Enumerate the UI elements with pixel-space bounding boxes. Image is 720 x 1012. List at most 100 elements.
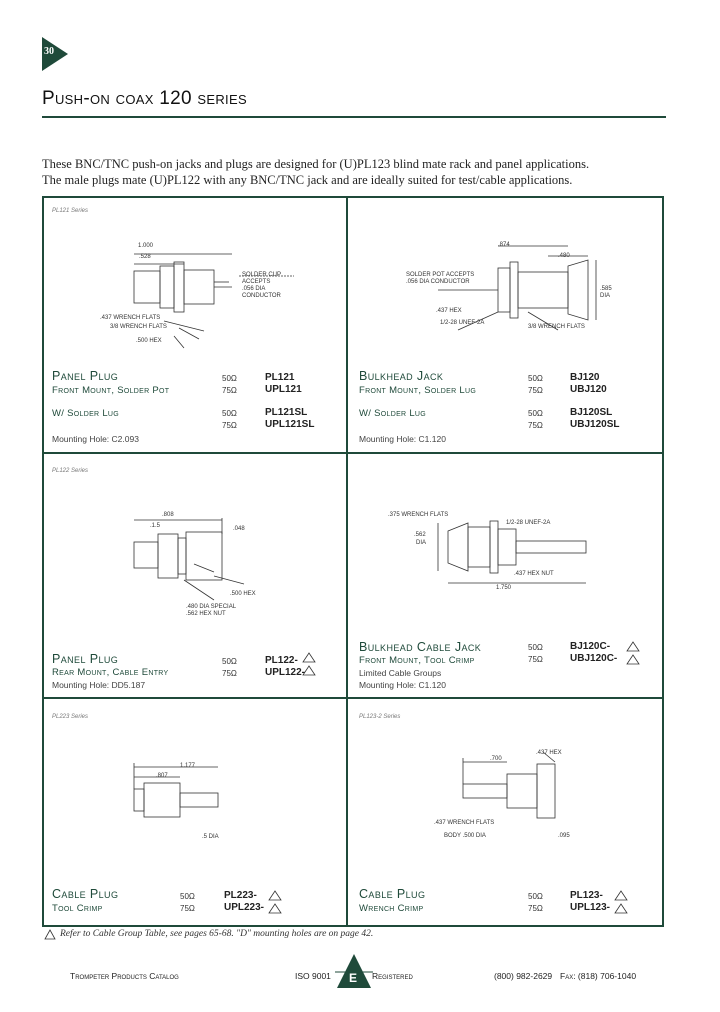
dim-label: .375 WRENCH FLATS (388, 512, 449, 518)
part-number: UPL121 (265, 384, 302, 395)
dim-label: .095 (558, 833, 570, 839)
impedance-label: 75Ω (222, 421, 237, 430)
dim-label: SOLDER POT ACCEPTS (406, 272, 475, 278)
cell-cable-plug-pl223: PL223 Series 1.177 .807 .5 DIA Cable Plu… (44, 699, 346, 925)
cell-series-tag: PL223 Series (52, 714, 89, 720)
mounting-hole-note: Mounting Hole: C1.120 (359, 434, 446, 444)
footer-catalog-name: Trompeter Products Catalog (70, 971, 179, 981)
product-name: Cable Plug (52, 887, 119, 901)
part-number: UPL122- (265, 667, 306, 678)
dim-label: SOLDER CUP (242, 272, 282, 278)
part-number: UBJ120 (570, 384, 607, 395)
impedance-label: 50Ω (528, 374, 543, 383)
cell-bulkhead-jack-bj120: .874 .480 SOLDER POT ACCEPTS .056 DIA CO… (348, 198, 664, 452)
title-rule (42, 116, 666, 118)
part-number: BJ120 (570, 372, 600, 383)
dim-label: .048 (233, 526, 245, 532)
cable-group-triangle-icon (44, 929, 56, 940)
dim-label: 1/2-28 UNEF-2A (440, 320, 485, 326)
dim-label: 1.750 (496, 585, 512, 591)
logo-letter: E (349, 971, 358, 985)
cell-series-tag: PL122 Series (52, 468, 89, 474)
impedance-label: 50Ω (180, 892, 195, 901)
dim-label: BODY .500 DIA (444, 833, 486, 839)
cable-plug-crimp-drawing (124, 759, 244, 839)
page-number: 30 (44, 46, 54, 57)
part-number: PL121SL (265, 407, 308, 418)
footer-registered: Registered (372, 971, 413, 981)
part-number: PL223- (224, 890, 257, 901)
intro-line-1: These BNC/TNC push-on jacks and plugs ar… (42, 157, 590, 171)
dim-label: .437 WRENCH FLATS (434, 820, 495, 826)
bulkhead-cable-jack-drawing (428, 509, 618, 589)
part-number: PL121 (265, 372, 295, 383)
mounting-hole-note: Mounting Hole: DD5.187 (52, 680, 146, 690)
impedance-label: 50Ω (222, 657, 237, 666)
dim-label: CONDUCTOR (242, 293, 281, 299)
product-subtitle: Front Mount, Solder Lug (359, 385, 477, 396)
cable-group-triangle-icon (614, 890, 628, 914)
part-number: PL123- (570, 890, 603, 901)
part-number: PL122- (265, 655, 298, 666)
cell-panel-plug-pl122: PL122 Series .808 .1.5 .048 .500 HEX .48… (44, 454, 346, 697)
impedance-label: 50Ω (528, 409, 543, 418)
dim-label: .528 (139, 254, 151, 260)
cell-series-tag: PL121 Series (52, 208, 89, 214)
grid-divider-vertical (346, 196, 348, 927)
part-number: BJ120C- (570, 641, 611, 652)
dim-label: .700 (490, 756, 502, 762)
dim-label: .874 (498, 242, 510, 248)
impedance-label: 75Ω (528, 655, 543, 664)
intro-line-2: The male plugs mate (U)PL122 with any BN… (42, 173, 573, 187)
page-marker-triangle (42, 37, 68, 71)
product-grid (42, 196, 664, 927)
footer-fax: Fax: (818) 706-1040 (560, 971, 637, 981)
cable-plug-wrench-drawing (453, 744, 563, 844)
panel-plug-drawing (104, 236, 334, 356)
dim-label: .1.5 (150, 523, 161, 529)
dim-label: .437 HEX (536, 750, 562, 756)
cable-group-triangle-icon (302, 652, 316, 676)
product-name: Panel Plug (52, 369, 119, 383)
impedance-label: 75Ω (222, 386, 237, 395)
dim-label: .056 DIA CONDUCTOR (406, 279, 470, 285)
dim-label: .480 (558, 253, 570, 259)
part-number: UPL123- (570, 902, 611, 913)
footer-iso: ISO 9001 (295, 971, 331, 981)
part-number: UBJ120SL (570, 419, 620, 430)
impedance-label: 50Ω (528, 643, 543, 652)
panel-plug-rear-drawing (114, 504, 284, 614)
dim-label: .5 DIA (202, 834, 219, 840)
dim-label: 1.000 (138, 243, 154, 249)
impedance-label: 75Ω (180, 904, 195, 913)
limited-cable-note: Limited Cable Groups (359, 668, 442, 678)
part-number: UPL223- (224, 902, 265, 913)
impedance-label: 50Ω (222, 409, 237, 418)
trompeter-logo: E (335, 952, 373, 997)
product-subtitle-lug: W/ Solder Lug (52, 408, 120, 419)
cell-bulkhead-cable-jack-bj120c: .375 WRENCH FLATS 1/2-28 UNEF-2A .562 DI… (348, 454, 664, 697)
dim-label: 1.177 (180, 763, 196, 769)
dim-label: .562 HEX NUT (186, 611, 226, 617)
dim-label: 3/8 WRENCH FLATS (528, 324, 585, 330)
part-number: BJ120SL (570, 407, 613, 418)
bulkhead-jack-drawing (398, 238, 648, 348)
dim-label: DIA (416, 540, 427, 546)
product-name: Cable Plug (359, 887, 426, 901)
grid-divider-row-1 (42, 452, 664, 454)
grid-divider-row-2 (42, 697, 664, 699)
cable-group-triangle-icon (268, 890, 282, 914)
dim-label: .437 HEX (436, 308, 462, 314)
part-number: UPL121SL (265, 419, 315, 430)
cell-cable-plug-pl123: PL123-2 Series .437 HEX .700 .437 WRENCH… (348, 699, 664, 925)
dim-label: .437 WRENCH FLATS (100, 315, 161, 321)
cell-series-tag: PL123-2 Series (359, 714, 401, 720)
impedance-label: 75Ω (528, 386, 543, 395)
dim-label: .585 (600, 286, 612, 292)
product-name: Panel Plug (52, 652, 119, 666)
dim-label: .500 HEX (136, 338, 162, 344)
product-subtitle: Tool Crimp (52, 903, 103, 914)
footer-phone: (800) 982-2629 (494, 971, 553, 981)
product-name: Bulkhead Jack (359, 369, 444, 383)
dim-label: .562 (414, 532, 426, 538)
